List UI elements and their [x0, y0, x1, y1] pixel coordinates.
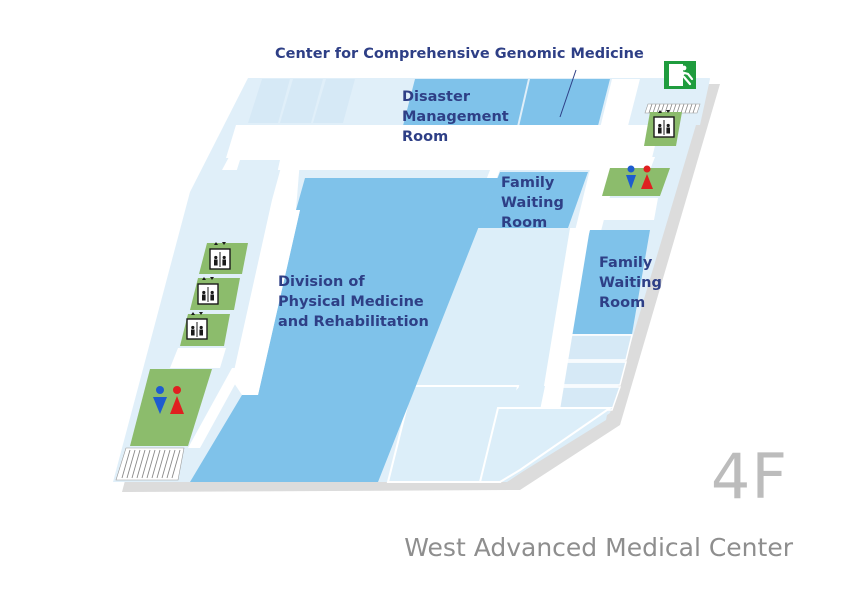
rehabilitation-division-label: Division of Physical Medicine and Rehabi…: [278, 274, 429, 330]
restroom-icon: [626, 165, 653, 189]
corridor: [170, 348, 226, 368]
corridor: [596, 198, 658, 220]
family-waiting-room-top-label: Family Waiting Room: [501, 175, 564, 231]
corridor: [188, 368, 244, 448]
family-waiting-room-top: [478, 172, 588, 228]
corridor: [232, 160, 300, 395]
room-block: [478, 407, 614, 483]
rehabilitation-division: [190, 178, 498, 482]
genomic-medicine-label: Center for Comprehensive Genomic Medicin…: [275, 46, 644, 62]
building-name: West Advanced Medical Center: [404, 533, 793, 562]
family-waiting-room-right-label: Family Waiting Room: [599, 255, 662, 311]
room-block: [280, 79, 323, 123]
room-block: [248, 79, 290, 123]
stairs-icon: [644, 103, 701, 114]
corridor: [222, 157, 655, 170]
callout-line: [559, 69, 577, 118]
corridor: [540, 228, 590, 410]
restroom-area: [130, 369, 212, 446]
floor-label: 4F: [710, 440, 788, 513]
room-block: [313, 79, 355, 123]
corridor: [574, 79, 640, 235]
disaster-management-room-label: Disaster Management Room: [402, 89, 509, 145]
emergency-exit-icon: [664, 61, 696, 89]
corridor: [226, 125, 660, 158]
restroom-area: [602, 168, 670, 196]
room-block: [214, 160, 280, 242]
restroom-icon: [153, 386, 184, 414]
